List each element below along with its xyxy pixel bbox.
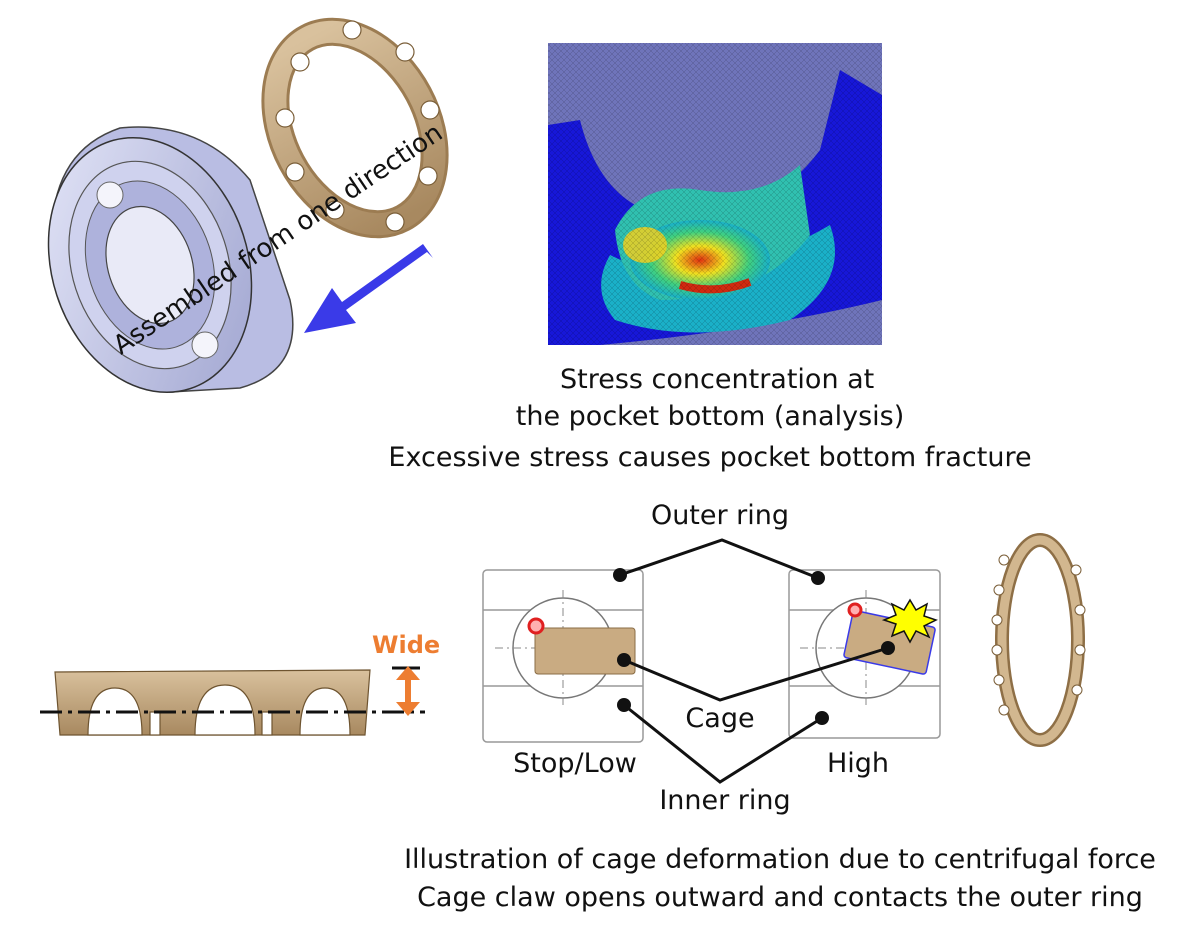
stress-caption-line-2: the pocket bottom (analysis) (515, 401, 905, 432)
deformation-caption-line-2: Cage claw opens outward and contacts the… (417, 882, 1143, 913)
bearing-illustration (47, 126, 294, 394)
assembly-direction-arrow (304, 244, 433, 333)
high-label: High (826, 748, 890, 779)
stress-caption-line-3: Excessive stress causes pocket bottom fr… (388, 442, 1032, 473)
inner-ring-label: Inner ring (659, 785, 791, 816)
cage-illustration-top (261, 17, 449, 239)
stop-low-label: Stop/Low (513, 748, 637, 779)
cage-side-view (40, 666, 425, 736)
leader-lines (619, 538, 889, 784)
cage-ring-right (991, 533, 1086, 747)
stress-caption-line-1: Stress concentration at (560, 364, 875, 395)
stress-analysis-image (548, 43, 882, 345)
cage-label: Cage (685, 703, 755, 734)
stop-low-schematic (482, 569, 644, 743)
leader-dots (613, 568, 895, 725)
wide-label: Wide (372, 631, 441, 659)
deformation-caption-line-1: Illustration of cage deformation due to … (404, 844, 1156, 875)
outer-ring-label: Outer ring (650, 500, 790, 531)
contact-burst-icon (881, 598, 938, 644)
